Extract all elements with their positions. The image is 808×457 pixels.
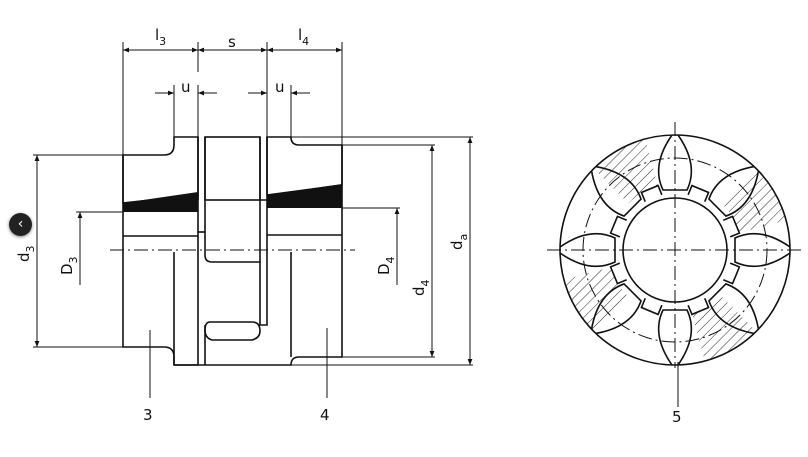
part-label-5: 5 [672,408,682,426]
elastomer-spider-section [204,136,261,201]
hatched-sector [721,168,787,233]
dim-da-label: da [448,234,470,250]
dim-u-left-label: u [181,78,191,96]
dim-s-label: s [228,33,236,51]
part-label-3: 3 [143,406,153,424]
dim-D4-label: D4 [375,256,397,275]
dim-u-right-label: u [275,78,285,96]
spider-jaw [640,297,693,366]
dim-d3-label: d3 [15,245,37,262]
part-label-4: 4 [320,406,330,424]
side-section-view: l3 s l4 u u d3 D3 D4 d4 da 3 4 [15,26,473,424]
hatched-sector [563,267,629,332]
spider-jaw [559,215,628,268]
front-view [547,122,803,407]
spider-jaw [722,232,791,285]
dim-l3-label: l3 [155,26,166,48]
back-button[interactable]: ‹ [9,213,32,236]
spider-jaw [590,165,663,217]
spider-jaw [687,283,760,335]
dim-l4-label: l4 [298,26,309,48]
hub-left-black-taper [123,192,198,212]
spider-jaw [708,165,760,238]
hatched-sector [593,138,658,204]
hub-right-black-taper [267,184,342,208]
spider-jaw [590,262,642,335]
dim-d4-label: d4 [410,279,432,296]
chevron-left-icon: ‹ [17,216,24,232]
hatched-sector [692,296,757,362]
dim-D3-label: D3 [58,256,80,275]
spider-jaw [657,134,710,203]
hub-left-hatched [122,136,199,204]
